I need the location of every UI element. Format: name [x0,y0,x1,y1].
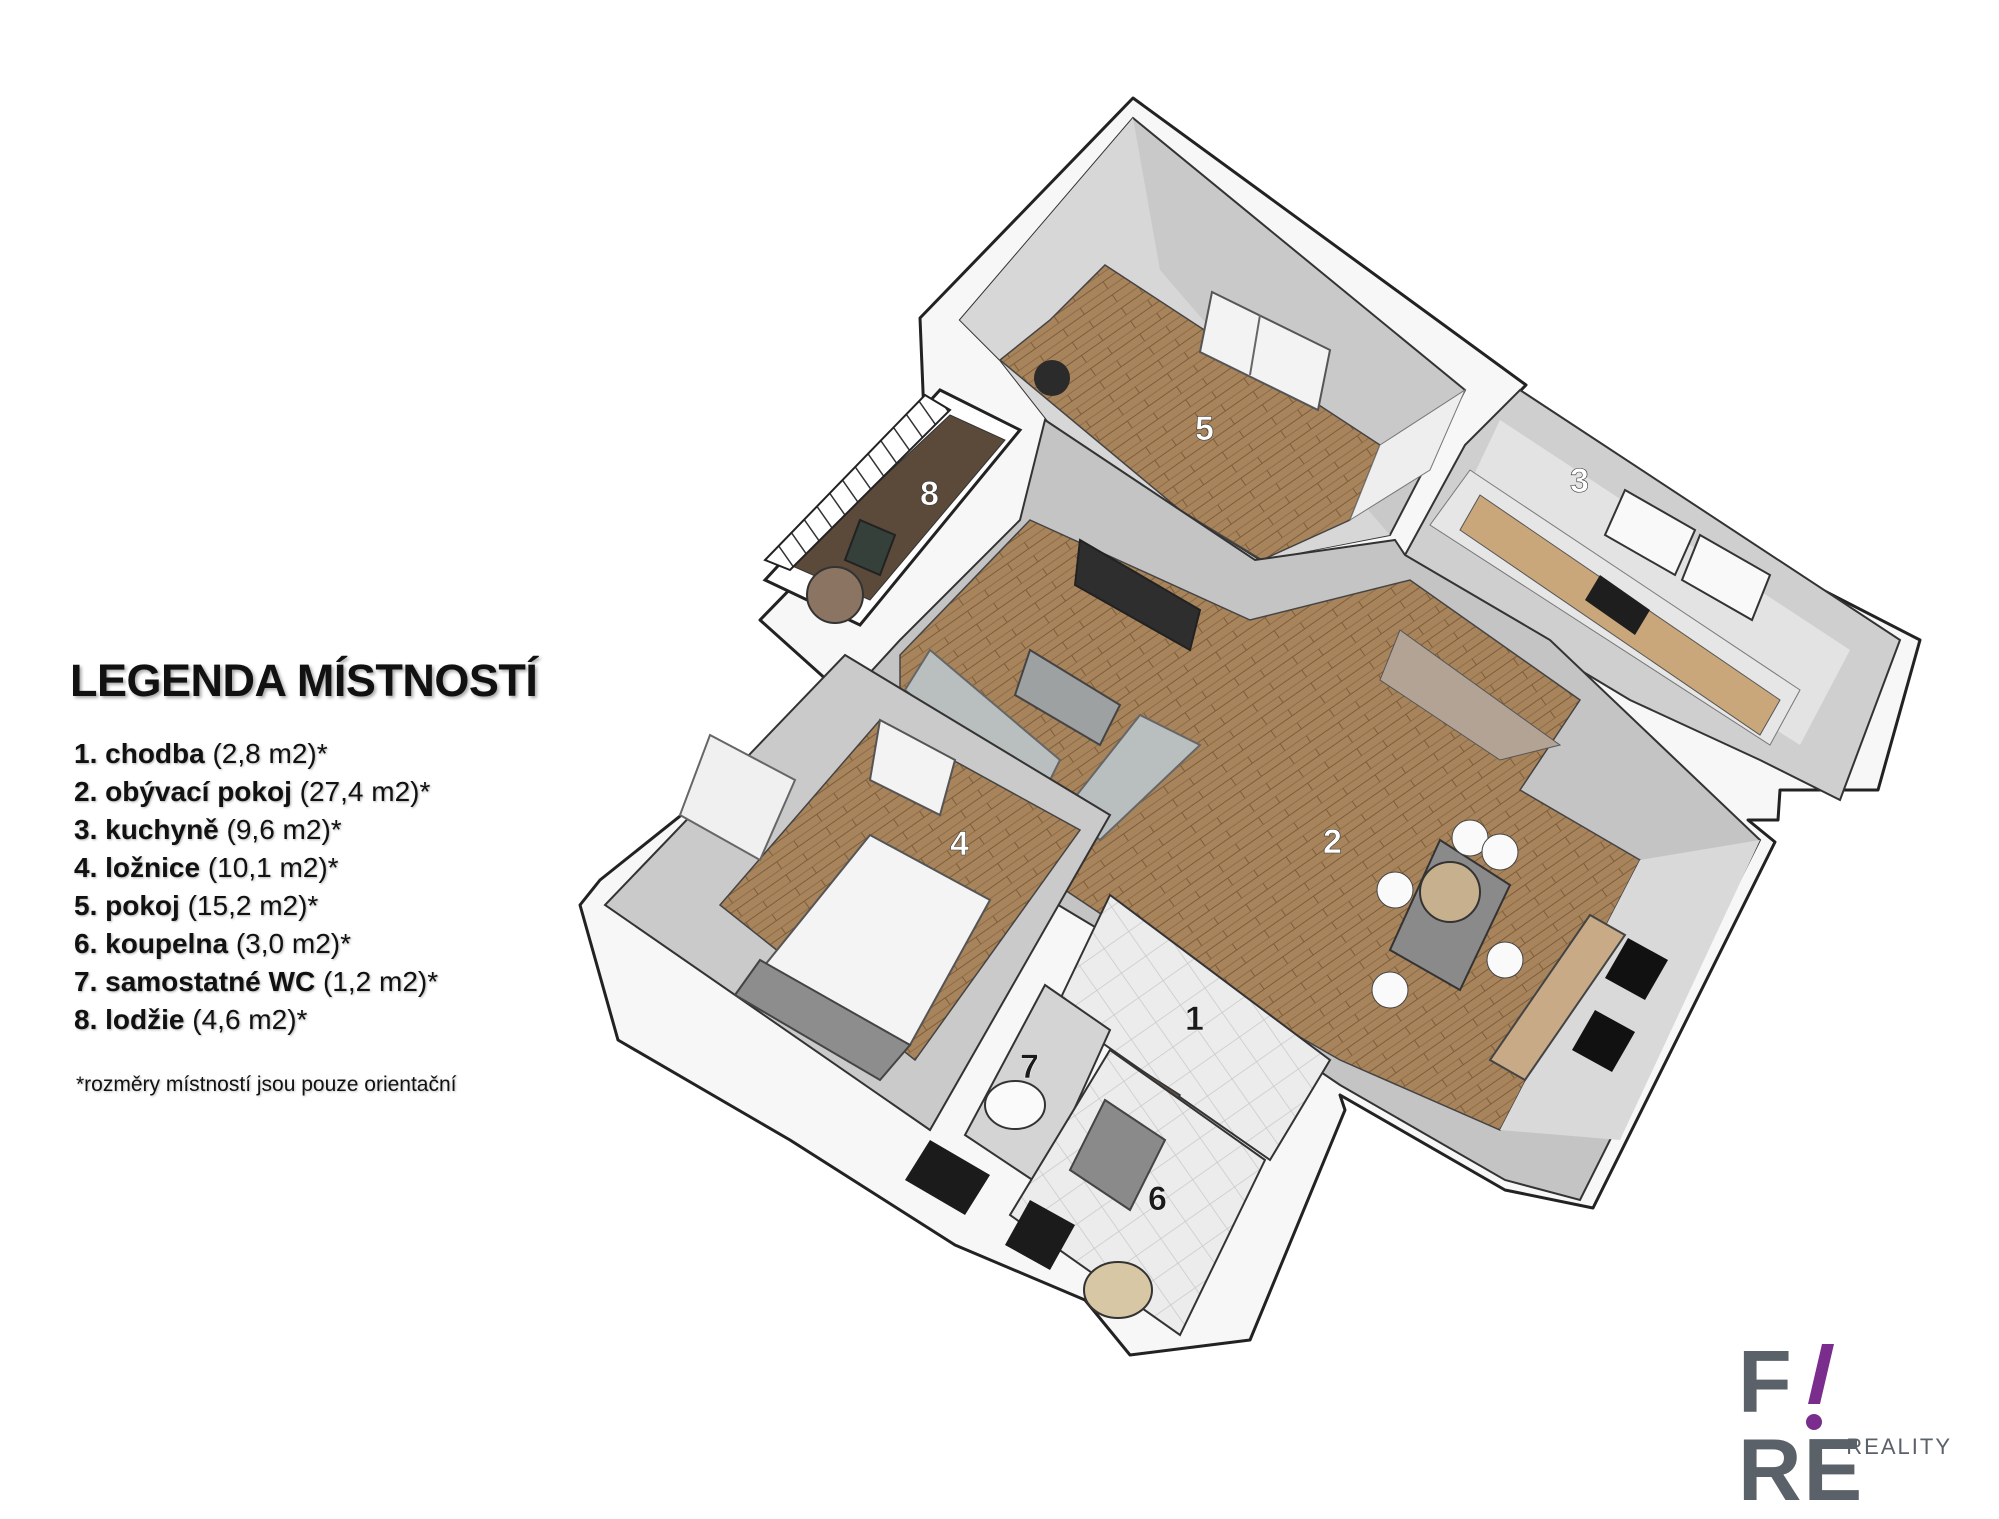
logo-accent-mark [1806,1344,1834,1430]
legend-item-area: (15,2 m2)* [187,890,319,921]
logo-letter-f: F [1738,1332,1794,1431]
room-label-8: 8 [920,475,939,513]
legend-item-area: (27,4 m2)* [299,776,431,807]
legend-item: 6. koupelna (3,0 m2)* [74,925,708,963]
room-2-obyvaci-pokoj [843,418,1762,1202]
room-label-1: 1 [1185,1000,1204,1038]
legend-item-name: obývací pokoj [105,776,292,807]
room-legend: LEGENDA MÍSTNOSTÍ 1. chodba (2,8 m2)* 2.… [68,655,708,1097]
legend-item: 7. samostatné WC (1,2 m2)* [74,963,708,1001]
legend-item-name: pokoj [105,890,180,921]
room-5-pokoj [958,116,1467,562]
legend-item: 4. ložnice (10,1 m2)* [74,849,708,887]
room-6-koupelna [1005,1048,1267,1337]
logo-letters-re: RE [1738,1420,1865,1519]
legend-item-name: kuchyně [105,814,219,845]
legend-item: 1. chodba (2,8 m2)* [74,735,708,773]
room-numbers: 1 2 3 4 5 6 7 8 [920,410,1590,1219]
legend-item: 2. obývací pokoj (27,4 m2)* [74,773,708,811]
legend-item: 3. kuchyně (9,6 m2)* [74,811,708,849]
legend-item-number: 4. [74,852,98,883]
legend-note: *rozměry místností jsou pouze orientační [76,1073,457,1096]
legend-item-area: (9,6 m2)* [226,814,342,845]
room-4-loznice [603,653,1112,1132]
legend-item-area: (1,2 m2)* [322,966,439,997]
fire-reality-logo: FRE REALITY [1738,1338,1958,1514]
logo-wordmark: FRE [1738,1338,1958,1514]
legend-item-name: samostatné WC [105,966,316,997]
room-8-lodzie [762,388,1023,627]
legend-item-number: 2. [74,776,98,807]
legend-item-name: chodba [105,738,205,769]
room-label-5: 5 [1195,410,1214,448]
room-label-2: 2 [1323,823,1342,861]
legend-item-number: 5. [74,890,98,921]
legend-item: 5. pokoj (15,2 m2)* [74,887,708,925]
legend-item-number: 8. [74,1004,98,1035]
legend-item-number: 1. [74,738,98,769]
room-label-3: 3 [1570,462,1589,500]
legend-item-number: 6. [74,928,98,959]
room-label-6: 6 [1148,1180,1167,1218]
logo-subtitle: REALITY [1846,1434,1952,1459]
legend-title: LEGENDA MÍSTNOSTÍ [70,655,538,706]
legend-item-area: (4,6 m2)* [192,1004,308,1035]
room-3-kuchyne [1403,388,1902,802]
legend-item: 8. lodžie (4,6 m2)* [74,1001,708,1039]
room-label-4: 4 [950,825,969,863]
legend-item-number: 7. [74,966,98,997]
legend-item-area: (2,8 m2)* [212,738,328,769]
legend-item-area: (10,1 m2)* [207,852,339,883]
legend-item-name: ložnice [105,852,201,883]
legend-list: 1. chodba (2,8 m2)* 2. obývací pokoj (27… [74,735,708,1039]
legend-item-area: (3,0 m2)* [235,928,351,959]
legend-item-name: koupelna [105,928,229,959]
legend-item-number: 3. [74,814,98,845]
legend-item-name: lodžie [105,1004,185,1035]
room-label-7: 7 [1020,1048,1039,1086]
